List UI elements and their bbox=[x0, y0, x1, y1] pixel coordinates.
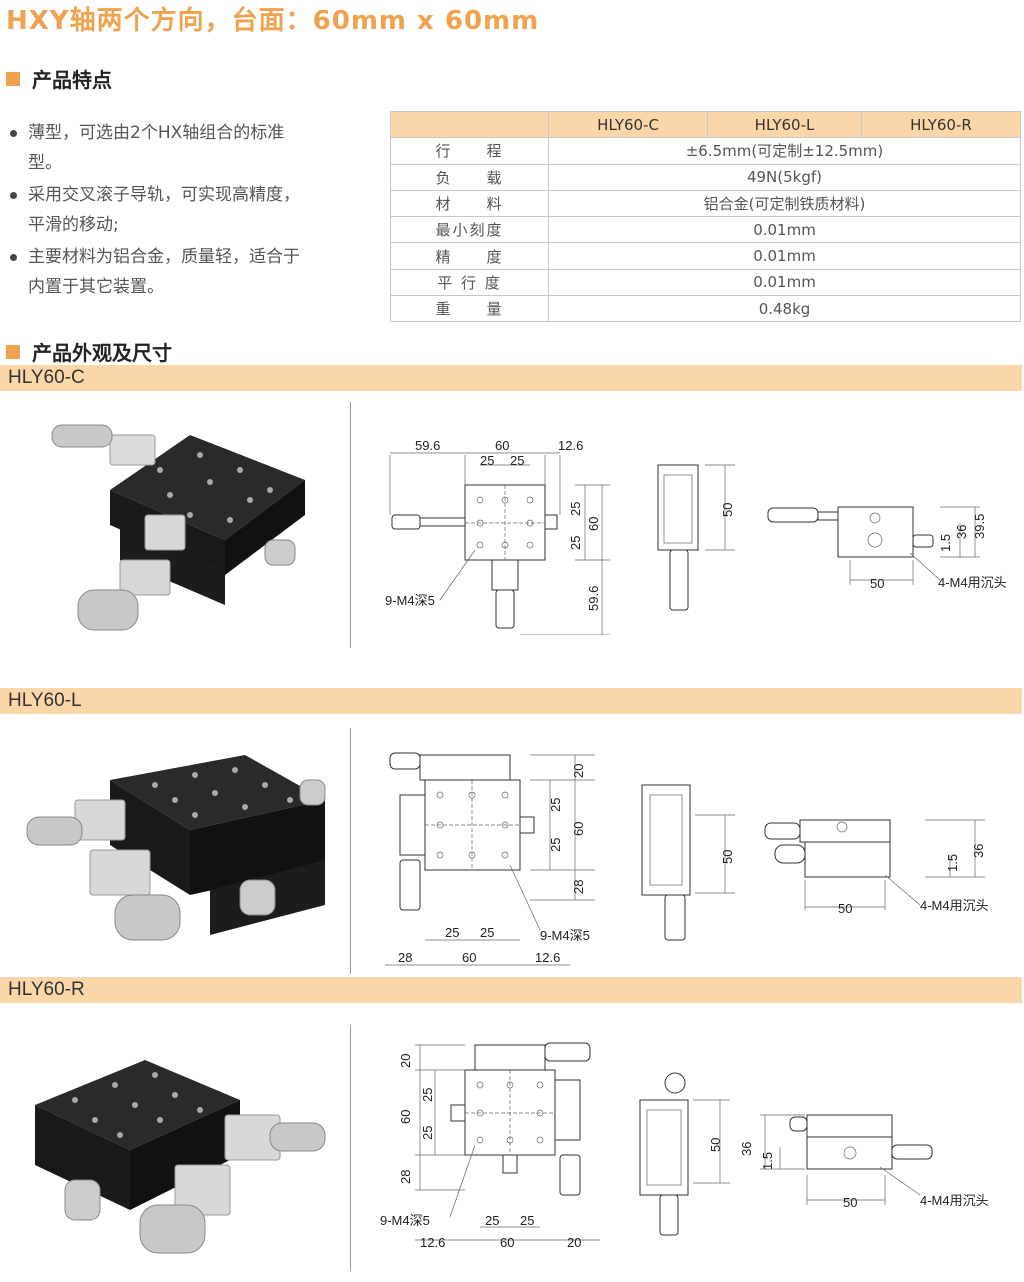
dim-label: 28 bbox=[398, 950, 412, 965]
spec-value: 0.01mm bbox=[548, 268, 1021, 297]
spec-header-blank bbox=[390, 110, 549, 139]
product-photo-l bbox=[26, 755, 326, 941]
dim-label: 50 bbox=[843, 1195, 857, 1210]
model-band-l: HLY60-L bbox=[0, 688, 1022, 714]
dim-label: 50 bbox=[720, 850, 735, 864]
heading-marker bbox=[6, 344, 20, 359]
dim-label: 25 bbox=[510, 453, 524, 468]
dim-label: 20 bbox=[567, 1235, 581, 1250]
feature-item: 主要材料为铝合金，质量轻，适合于内置于其它装置。 bbox=[8, 242, 308, 302]
appearance-heading-text: 产品外观及尺寸 bbox=[32, 341, 172, 365]
spec-label: 负 载 bbox=[390, 163, 549, 191]
dim-label: 36 bbox=[971, 844, 986, 858]
dim-label: 4-M4用沉头 bbox=[920, 1193, 989, 1208]
spec-value: 0.01mm bbox=[548, 242, 1021, 270]
dim-label: 60 bbox=[500, 1235, 514, 1250]
dim-label: 36 bbox=[739, 1142, 754, 1156]
dim-label: 50 bbox=[838, 901, 852, 916]
dim-label: 9-M4深5 bbox=[540, 928, 590, 943]
dim-label: 20 bbox=[571, 764, 586, 778]
spec-label: 行 程 bbox=[390, 137, 549, 165]
spec-row: 行 程±6.5mm(可定制±12.5mm) bbox=[390, 137, 1021, 165]
dim-label: 4-M4用沉头 bbox=[920, 898, 989, 913]
dim-label: 25 bbox=[480, 453, 494, 468]
dim-label: 25 bbox=[568, 502, 583, 516]
dim-label: 59.6 bbox=[586, 586, 601, 611]
spec-table: HLY60-C HLY60-L HLY60-R 行 程±6.5mm(可定制±12… bbox=[390, 110, 1022, 323]
dim-label: 1.5 bbox=[945, 854, 960, 872]
page-title: HXY轴两个方向，台面：60mm x 60mm bbox=[6, 6, 540, 36]
heading-marker bbox=[6, 71, 20, 86]
dim-label: 60 bbox=[462, 950, 476, 965]
divider bbox=[350, 1025, 351, 1271]
feature-item: 采用交叉滚子导轨，可实现高精度，平滑的移动; bbox=[8, 180, 308, 240]
dim-label: 25 bbox=[480, 925, 494, 940]
spec-label: 重 量 bbox=[390, 295, 549, 323]
drawing-l: 20 25 60 25 28 25 25 9-M4深5 28 60 12.6 5… bbox=[385, 752, 989, 966]
dim-label: 60 bbox=[495, 438, 509, 453]
dim-label: 12.6 bbox=[420, 1235, 445, 1250]
dim-label: 25 bbox=[420, 1126, 435, 1140]
spec-row: 材 料铝合金(可定制铁质材料) bbox=[390, 189, 1021, 218]
dim-label: 25 bbox=[485, 1213, 499, 1228]
dim-label: 25 bbox=[548, 798, 563, 812]
spec-value: ±6.5mm(可定制±12.5mm) bbox=[548, 137, 1021, 165]
dim-label: 39.5 bbox=[972, 514, 987, 539]
dim-label: 9-M4深5 bbox=[385, 593, 435, 608]
dim-label: 4-M4用沉头 bbox=[938, 575, 1007, 590]
feature-list: 薄型，可选由2个HX轴组合的标准型。 采用交叉滚子导轨，可实现高精度，平滑的移动… bbox=[8, 118, 308, 304]
spec-header-model: HLY60-L bbox=[707, 110, 862, 139]
spec-value: 49N(5kgf) bbox=[548, 163, 1021, 191]
divider bbox=[350, 728, 351, 974]
spec-header-model: HLY60-C bbox=[547, 110, 709, 139]
dim-label: 60 bbox=[398, 1110, 413, 1124]
dim-label: 60 bbox=[586, 517, 601, 531]
drawing-c: 59.6 60 12.6 25 25 25 60 25 59.6 9-M4深5 … bbox=[385, 438, 1007, 635]
spec-label: 精 度 bbox=[390, 242, 549, 270]
dim-label: 25 bbox=[568, 536, 583, 550]
spec-label: 材 料 bbox=[390, 189, 549, 218]
model-band-r: HLY60-R bbox=[0, 977, 1022, 1003]
dim-label: 50 bbox=[870, 576, 884, 591]
dim-label: 60 bbox=[571, 822, 586, 836]
dim-label: 50 bbox=[708, 1138, 723, 1152]
dim-label: 1.5 bbox=[938, 534, 953, 552]
dim-label: 28 bbox=[571, 880, 586, 894]
dim-label: 20 bbox=[398, 1054, 413, 1068]
dim-label: 59.6 bbox=[415, 438, 440, 453]
divider bbox=[350, 402, 351, 648]
dim-label: 25 bbox=[445, 925, 459, 940]
dim-label: 25 bbox=[520, 1213, 534, 1228]
model-band-c: HLY60-C bbox=[0, 365, 1022, 391]
feature-item: 薄型，可选由2个HX轴组合的标准型。 bbox=[8, 118, 308, 178]
spec-value: 0.48kg bbox=[548, 295, 1021, 323]
product-photo-r bbox=[35, 1060, 326, 1254]
dim-label: 12.6 bbox=[535, 950, 560, 965]
appearance-heading: 产品外观及尺寸 bbox=[6, 337, 172, 366]
dim-label: 9-M4深5 bbox=[380, 1213, 430, 1228]
spec-value: 铝合金(可定制铁质材料) bbox=[548, 189, 1021, 218]
product-photo-c bbox=[51, 424, 305, 631]
features-heading: 产品特点 bbox=[6, 64, 112, 93]
dim-label: 36 bbox=[954, 525, 969, 539]
dim-label: 25 bbox=[548, 838, 563, 852]
dim-label: 12.6 bbox=[558, 438, 583, 453]
features-heading-text: 产品特点 bbox=[32, 68, 112, 92]
spec-header-model: HLY60-R bbox=[860, 110, 1022, 139]
dim-label: 1.5 bbox=[760, 1152, 775, 1170]
dim-label: 25 bbox=[420, 1088, 435, 1102]
spec-label: 最小刻度 bbox=[390, 216, 549, 244]
dim-label: 28 bbox=[398, 1170, 413, 1184]
drawing-r: 20 25 60 25 28 9-M4深5 25 25 12.6 60 20 5… bbox=[380, 1042, 989, 1250]
spec-value: 0.01mm bbox=[548, 216, 1021, 244]
spec-label: 平 行 度 bbox=[390, 268, 549, 297]
dim-label: 50 bbox=[720, 503, 735, 517]
